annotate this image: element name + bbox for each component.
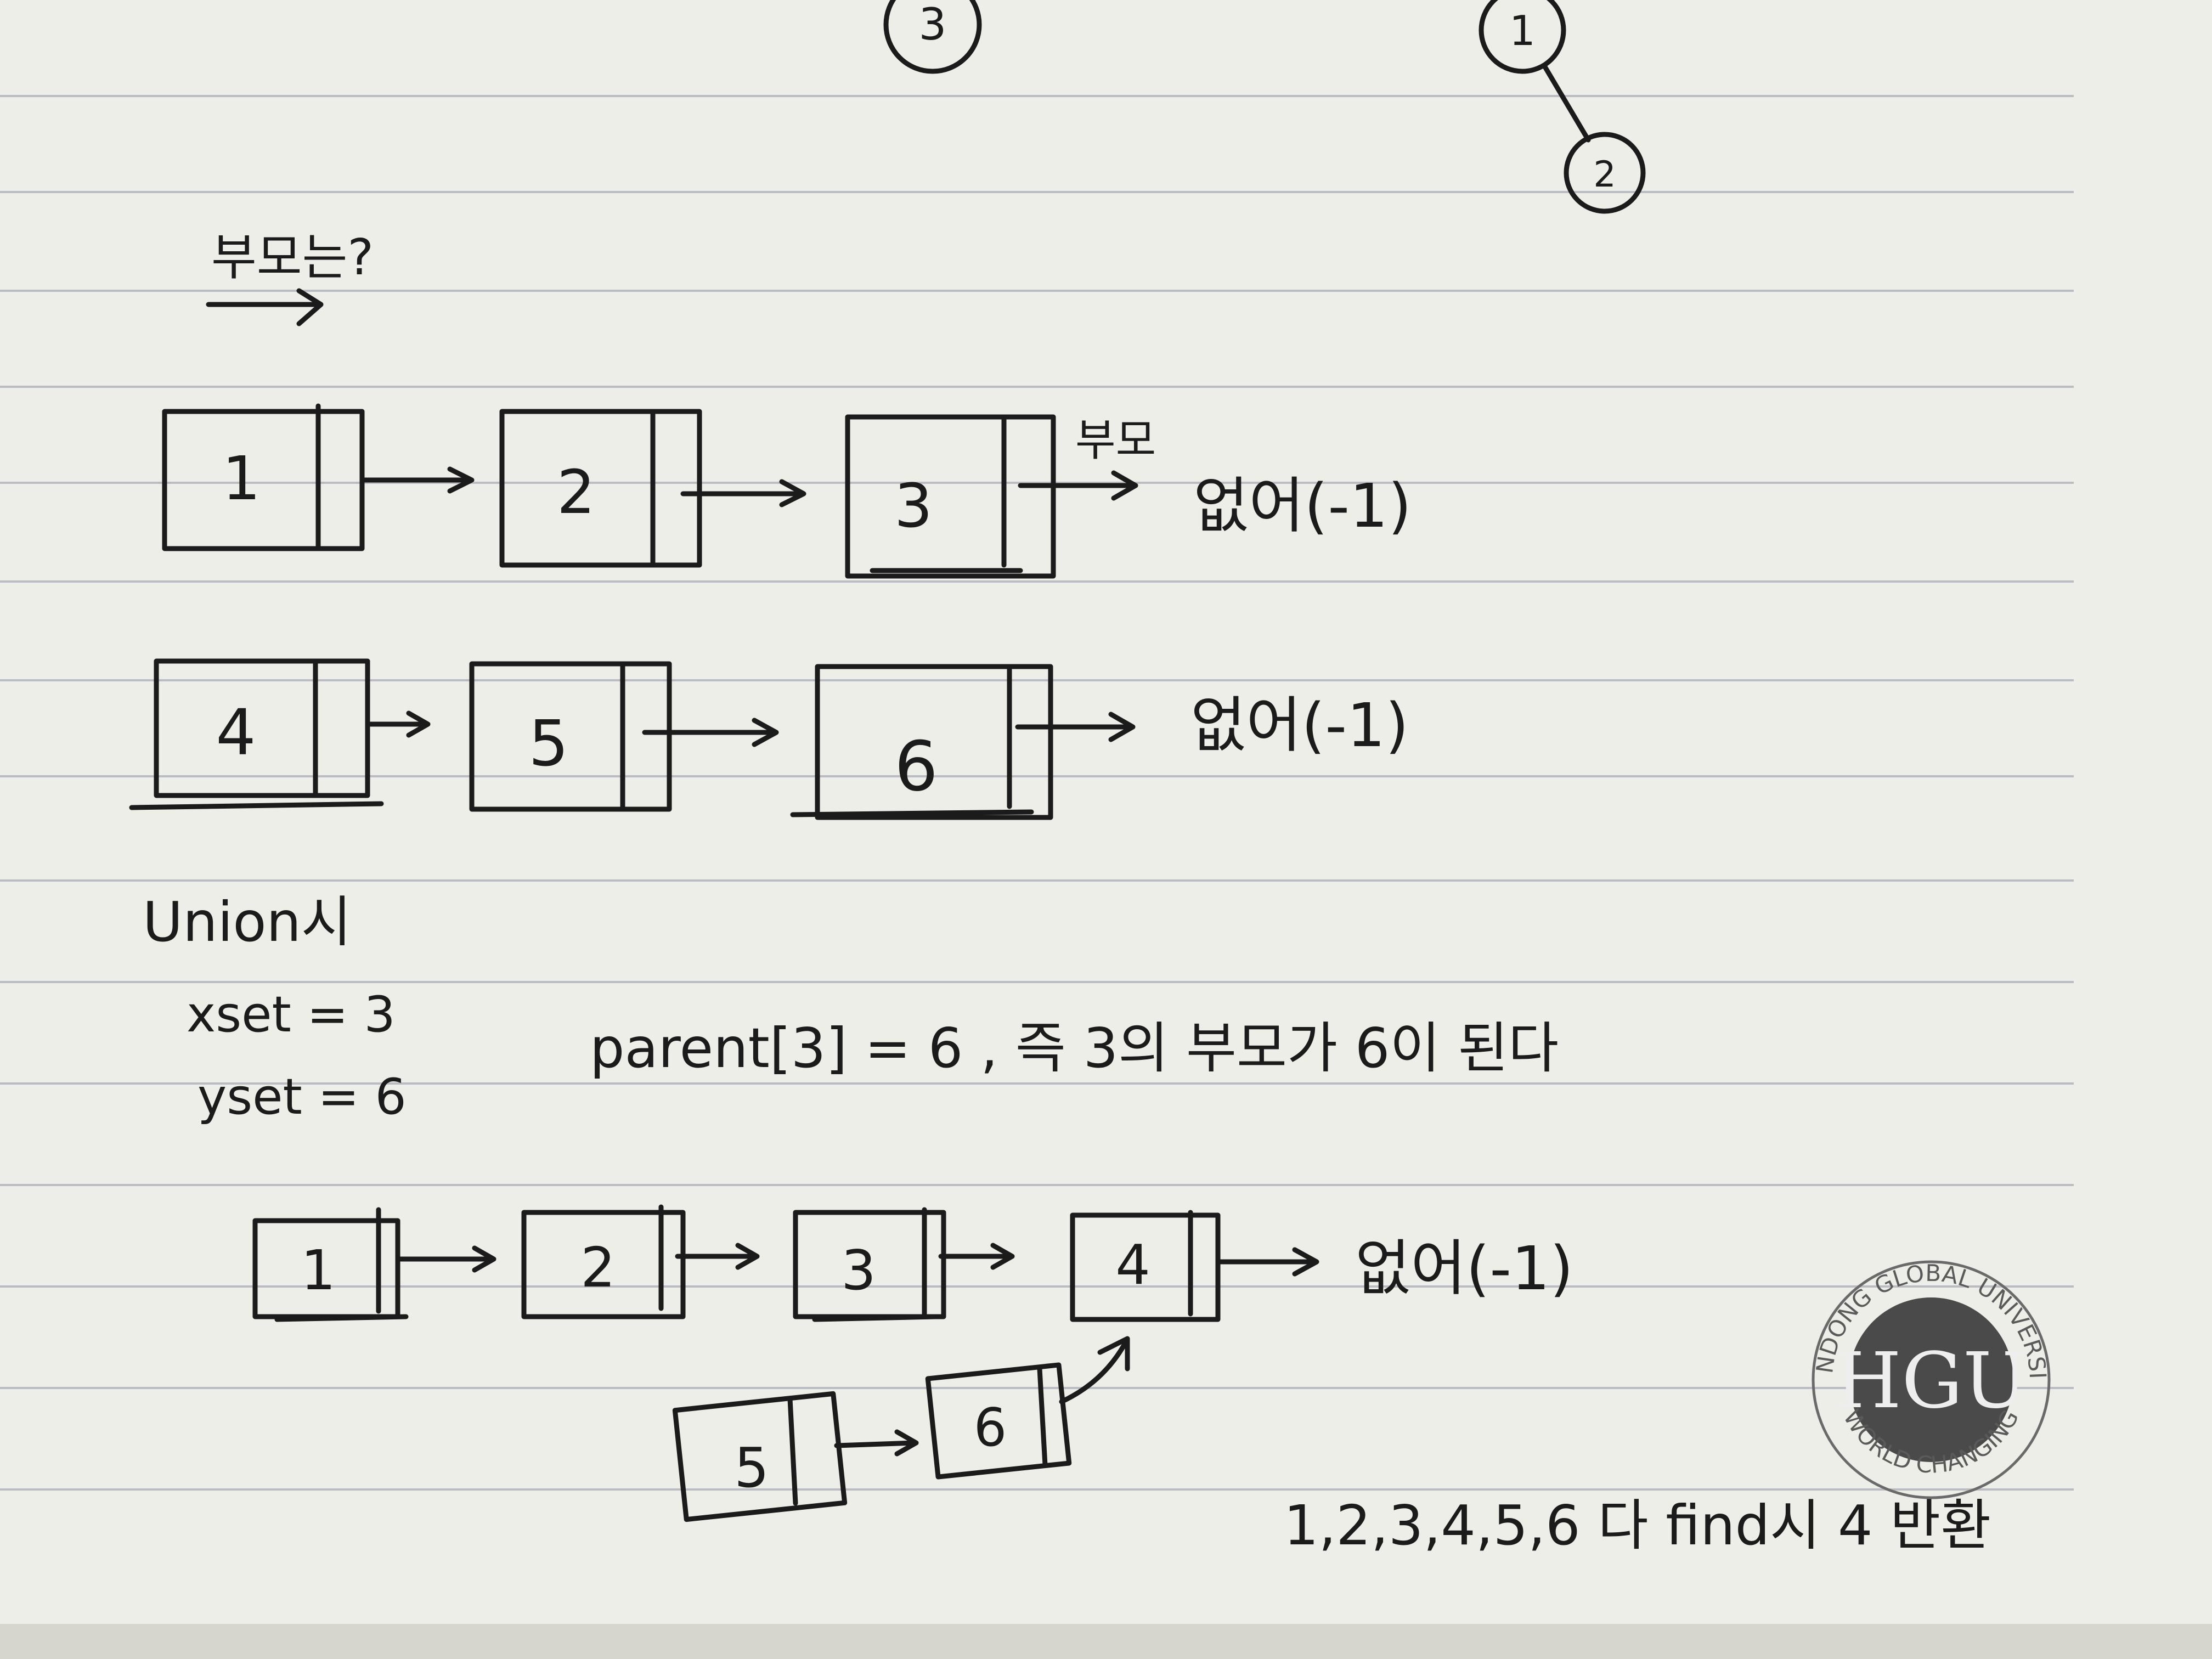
seal-monogram: HGU [1835,1336,2028,1426]
seal-center-disc [1849,1297,2013,1462]
ruled-lines [0,95,2074,1491]
circle-node-3 [883,0,982,74]
row3-box-4-label: 4 [1115,1233,1150,1297]
row3-box-1-underline [274,1314,409,1322]
row2-box-6-underline [790,809,1034,817]
heading-text: 부모는? [211,229,374,286]
row2-arrow-3 [1015,712,1136,742]
circle-node-1-label: 1 [1509,7,1536,55]
row1-arrow-3 [1018,470,1138,501]
handwritten-text: 3 1 2 부모는? 1 2 3 부모 없어(-1) 4 5 6 없어(-1) … [143,0,1991,1558]
row3-box-1-label: 1 [301,1238,336,1302]
tree-edge [1542,63,1591,143]
circle-node-2-label: 2 [1593,154,1616,195]
row3-box-2-label: 2 [580,1235,616,1300]
heading-arrow [206,288,324,326]
row1-box-2-label: 2 [557,457,595,527]
row3-box-3-underline [812,1314,938,1322]
branch-arrow-1 [834,1429,919,1457]
row2-box-4 [154,658,370,798]
row3-arrow-4 [1215,1247,1319,1277]
row2-box-5 [469,661,672,812]
branch-arrow-up [1059,1336,1130,1404]
row1-end-label: 없어(-1) [1193,471,1412,541]
row2-box-4-underline [129,801,384,810]
row3-arrow-2 [675,1243,760,1270]
circle-node-2 [1564,132,1646,214]
row2-arrow-1 [365,710,431,738]
page-bottom-edge [0,1624,2212,1659]
row1-arrow-2 [680,479,806,507]
union-yset: yset = 6 [198,1068,407,1126]
row2-box-5-label: 5 [528,707,568,781]
union-explanation: parent[3] = 6 , 즉 3의 부모가 6이 된다 [590,1016,1559,1080]
union-xset: xset = 3 [187,986,396,1043]
branch-box-6 [925,1362,1072,1480]
row2-end-label: 없어(-1) [1190,690,1409,760]
row3-arrow-3 [938,1243,1015,1270]
row3-end-label: 없어(-1) [1355,1233,1573,1304]
row1-parent-label: 부모 [1075,415,1156,466]
notebook-page [0,0,2212,1624]
branch-box-6-label: 6 [974,1398,1007,1458]
row3-arrow-1 [398,1245,496,1273]
row1-box-2 [499,409,702,568]
row2-box-6-label: 6 [894,727,938,806]
branch-box-5-label: 5 [734,1436,769,1500]
row2-arrow-2 [642,718,779,747]
seal-outer-ring [1812,1260,2051,1499]
row2-box-4-label: 4 [216,696,256,770]
row3-box-2 [521,1210,686,1319]
union-title: Union시 [143,890,352,954]
conclusion-text: 1,2,3,4,5,6 다 find시 4 반환 [1284,1493,1991,1558]
row1-box-3-label: 3 [894,471,933,541]
row1-arrow-1 [359,466,475,494]
row1-box-3 [845,414,1056,579]
row3-box-4 [1070,1212,1221,1322]
branch-box-5-divider [787,1396,798,1506]
circle-node-3-label: 3 [919,0,947,50]
ink-sketch [129,0,1646,1522]
row1-box-1-label: 1 [222,443,261,514]
branch-box-6-divider [1037,1366,1048,1468]
row3-box-3-label: 3 [841,1238,876,1302]
circle-node-1 [1479,0,1566,74]
row2-box-6 [815,664,1053,820]
branch-box-5 [672,1391,848,1522]
